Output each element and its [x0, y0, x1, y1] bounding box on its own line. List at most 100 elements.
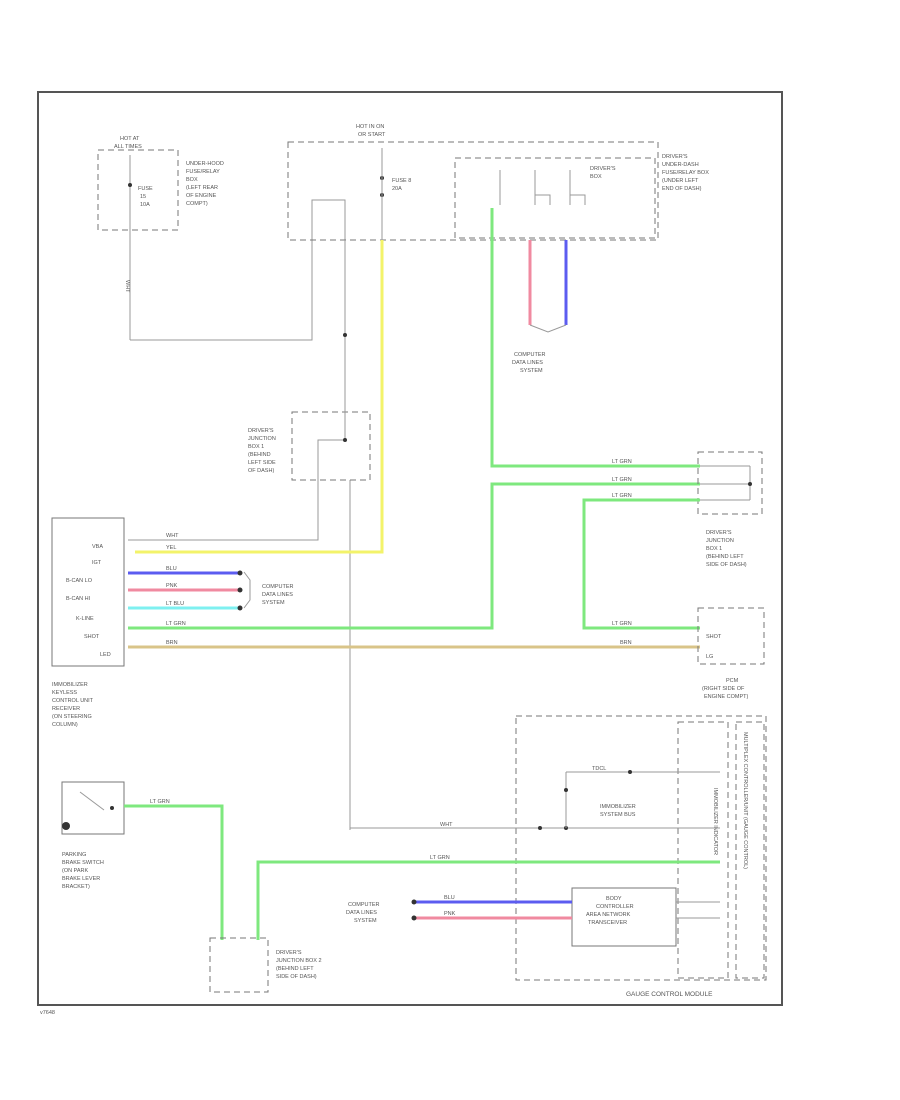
svg-text:ENGINE COMPT): ENGINE COMPT) — [704, 694, 748, 700]
svg-text:10A: 10A — [140, 202, 150, 208]
wire-lt-grn-pcm — [582, 498, 700, 630]
svg-text:FUSE/RELAY: FUSE/RELAY — [186, 169, 220, 175]
fuse-left-3: 10A — [140, 202, 150, 208]
gauge-vertical: MULTIPLEX CONTROLLER/UNIT (GAUGE CONTROL… — [742, 732, 748, 869]
wire-lt-grn-park — [124, 804, 224, 940]
immob-system-label: IMMOBILIZER SYSTEM BUS — [600, 804, 636, 818]
svg-text:LT GRN: LT GRN — [430, 855, 450, 861]
svg-text:JUNCTION BOX 2: JUNCTION BOX 2 — [276, 958, 322, 964]
svg-text:LT GRN: LT GRN — [612, 621, 632, 627]
wire-lt-grn-gauge — [256, 860, 720, 940]
svg-text:CONTROL UNIT: CONTROL UNIT — [52, 698, 94, 704]
drivers-jb-right-label: DRIVER'S JUNCTION BOX 1 (BEHIND LEFT SID… — [706, 530, 747, 568]
svg-text:VBA: VBA — [92, 544, 103, 550]
svg-text:UNDER-HOOD: UNDER-HOOD — [186, 161, 224, 167]
uhb-fuse-box — [97, 149, 179, 231]
svg-text:RECEIVER: RECEIVER — [52, 706, 80, 712]
svg-text:JUNCTION: JUNCTION — [248, 436, 276, 442]
svg-text:SIDE OF DASH): SIDE OF DASH) — [276, 974, 317, 980]
pcm-label: PCM (RIGHT SIDE OF ENGINE COMPT) — [702, 678, 748, 700]
svg-text:DATA LINES: DATA LINES — [262, 592, 293, 598]
svg-text:SYSTEM BUS: SYSTEM BUS — [600, 812, 636, 818]
svg-text:BRN: BRN — [620, 640, 632, 646]
svg-text:(BEHIND LEFT: (BEHIND LEFT — [706, 554, 744, 560]
svg-text:DRIVER'S: DRIVER'S — [276, 950, 302, 956]
svg-text:LT GRN: LT GRN — [612, 493, 632, 499]
svg-text:B-CAN HI: B-CAN HI — [66, 596, 91, 602]
svg-text:AREA NETWORK: AREA NETWORK — [586, 912, 631, 918]
svg-text:DRIVER'S: DRIVER'S — [706, 530, 732, 536]
computer-data-lines-mid: COMPUTER DATA LINES SYSTEM — [262, 584, 294, 606]
svg-text:LT GRN: LT GRN — [150, 799, 170, 805]
immob-unit — [51, 517, 125, 667]
svg-text:(ON PARK: (ON PARK — [62, 868, 89, 874]
svg-text:PARKING: PARKING — [62, 852, 86, 858]
drivers-jb-left — [291, 411, 371, 481]
diagram-border — [37, 91, 783, 1006]
fuse-left-1: FUSE — [138, 186, 153, 192]
svg-text:DATA LINES: DATA LINES — [512, 360, 543, 366]
svg-text:SIDE OF DASH): SIDE OF DASH) — [706, 562, 747, 568]
svg-text:HOT AT: HOT AT — [120, 136, 140, 142]
svg-text:(BEHIND LEFT: (BEHIND LEFT — [276, 966, 314, 972]
svg-text:PCM: PCM — [726, 678, 739, 684]
svg-text:LT GRN: LT GRN — [166, 621, 186, 627]
pcm-box — [697, 607, 765, 665]
svg-text:COMPUTER: COMPUTER — [514, 352, 546, 358]
svg-text:LT GRN: LT GRN — [612, 477, 632, 483]
svg-text:SYSTEM: SYSTEM — [354, 918, 377, 924]
svg-text:SHOT: SHOT — [84, 634, 100, 640]
svg-text:END OF DASH): END OF DASH) — [662, 186, 702, 192]
drivers-underdash-box — [287, 141, 659, 241]
svg-text:IMMOBILIZER: IMMOBILIZER — [52, 682, 88, 688]
svg-text:OF DASH): OF DASH) — [248, 468, 274, 474]
svg-text:COLUMN): COLUMN) — [52, 722, 78, 728]
svg-text:(LEFT REAR: (LEFT REAR — [186, 185, 218, 191]
immob-wire-wht: WHT — [166, 533, 179, 539]
computer-data-lines-top: COMPUTER DATA LINES SYSTEM — [512, 352, 546, 374]
wire-lt-grn-top — [490, 208, 700, 468]
drivers-jb-right — [697, 451, 763, 515]
svg-text:BLU: BLU — [444, 895, 455, 901]
fuse-mid-1: FUSE 8 — [392, 178, 411, 184]
svg-text:K-LINE: K-LINE — [76, 616, 94, 622]
immob-wire-yel: YEL — [166, 545, 176, 551]
svg-text:LED: LED — [100, 652, 111, 658]
svg-text:ALL TIMES: ALL TIMES — [114, 144, 142, 150]
svg-text:PNK: PNK — [166, 583, 178, 589]
svg-text:IMMOBILIZER: IMMOBILIZER — [600, 804, 636, 810]
svg-text:LT GRN: LT GRN — [612, 459, 632, 465]
svg-text:PNK: PNK — [444, 911, 456, 917]
gauge-module-box — [515, 715, 767, 981]
fuse-left-2: 15 — [140, 194, 146, 200]
svg-text:BLU: BLU — [166, 566, 177, 572]
svg-text:LEFT SIDE: LEFT SIDE — [248, 460, 276, 466]
drivers-jb-bottom — [209, 937, 269, 993]
svg-text:CONTROLLER: CONTROLLER — [596, 904, 634, 910]
svg-text:DRIVER'S: DRIVER'S — [662, 154, 688, 160]
svg-text:B-CAN LO: B-CAN LO — [66, 578, 93, 584]
svg-text:BRAKE LEVER: BRAKE LEVER — [62, 876, 100, 882]
hot-in-on-2: OR START — [358, 132, 386, 138]
svg-text:BRACKET): BRACKET) — [62, 884, 90, 890]
hot-in-on-1: HOT IN ON — [356, 124, 384, 130]
svg-text:KEYLESS: KEYLESS — [52, 690, 77, 696]
diagram-id: v7648 — [40, 1010, 55, 1016]
immob-indicator: IMMOBILIZER INDICATOR — [712, 788, 718, 855]
svg-text:BRAKE SWITCH: BRAKE SWITCH — [62, 860, 104, 866]
hot-label-1: HOT AT — [120, 136, 140, 142]
parking-switch-label: PARKING BRAKE SWITCH (ON PARK BRAKE LEVE… — [62, 852, 104, 890]
svg-text:BOX: BOX — [186, 177, 198, 183]
svg-text:BODY: BODY — [606, 896, 622, 902]
svg-text:BOX 1: BOX 1 — [706, 546, 722, 552]
svg-text:UNDER-DASH: UNDER-DASH — [662, 162, 699, 168]
svg-text:(RIGHT SIDE OF: (RIGHT SIDE OF — [702, 686, 745, 692]
svg-text:COMPUTER: COMPUTER — [262, 584, 294, 590]
parking-brake-switch — [61, 781, 125, 835]
svg-text:BRN: BRN — [166, 640, 178, 646]
svg-text:SYSTEM: SYSTEM — [520, 368, 543, 374]
svg-text:COMPUTER: COMPUTER — [348, 902, 380, 908]
pcm-sht: SHOT — [706, 634, 722, 640]
wire-yel — [135, 240, 384, 554]
svg-text:15: 15 — [140, 194, 146, 200]
